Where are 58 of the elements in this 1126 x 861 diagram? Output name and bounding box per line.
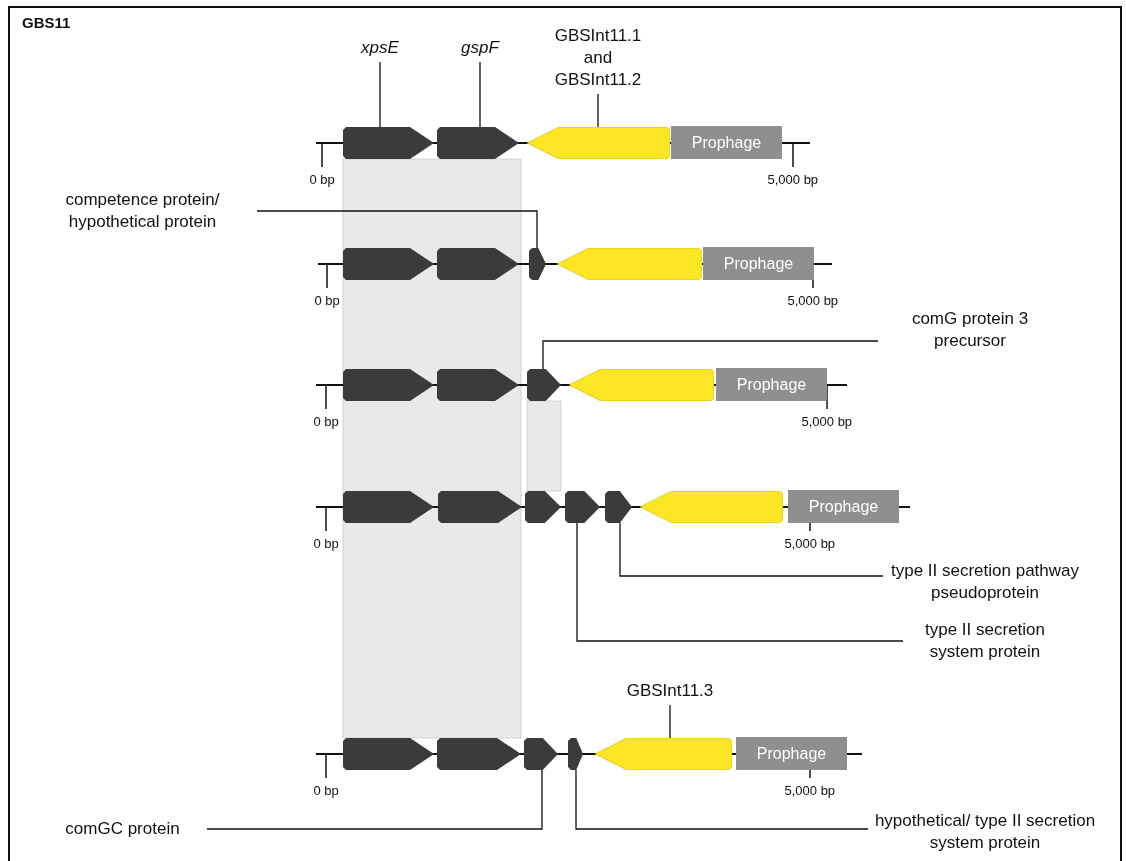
scale-label: 5,000 bp	[801, 414, 853, 429]
annotation-label: hypothetical/ type II secretion system protein	[870, 810, 1100, 854]
annotation-label: GBSInt11.1 and GBSInt11.2	[540, 25, 656, 91]
annotation-label: comG protein 3 precursor	[880, 308, 1060, 352]
gene-block	[568, 738, 583, 770]
prophage-box: Prophage	[716, 368, 827, 401]
prophage-box: Prophage	[671, 126, 782, 159]
leader-line	[576, 522, 904, 642]
leader-line	[206, 769, 543, 830]
panel-title: GBS11	[22, 14, 71, 31]
integrase-gene-block	[569, 369, 714, 401]
gene-block	[524, 738, 558, 770]
leader-line	[597, 93, 599, 128]
scale-label: 5,000 bp	[784, 783, 836, 798]
gene-block	[565, 491, 600, 523]
prophage-box: Prophage	[703, 247, 814, 280]
gene-block	[343, 491, 434, 523]
gene-block	[529, 248, 546, 280]
gene-block	[437, 369, 519, 401]
gene-block	[527, 369, 561, 401]
gene-block	[437, 127, 519, 159]
gene-block	[343, 127, 434, 159]
integrase-gene-block	[640, 491, 783, 523]
gene-block	[525, 491, 561, 523]
integrase-gene-block	[595, 738, 732, 770]
scale-label: 0 bp	[313, 783, 339, 798]
scale-label: 0 bp	[314, 293, 340, 308]
gene-block	[438, 491, 522, 523]
leader-line	[669, 704, 671, 739]
prophage-box: Prophage	[736, 737, 847, 770]
leader-line	[379, 61, 381, 128]
annotation-label: type II secretion system protein	[905, 619, 1065, 663]
gene-block	[437, 248, 519, 280]
gene-block	[437, 738, 521, 770]
scale-label: 0 bp	[313, 414, 339, 429]
prophage-box: Prophage	[788, 490, 899, 523]
gene-name-label: xpsE	[350, 37, 410, 59]
gene-name-label: gspF	[450, 37, 510, 59]
annotation-label: competence protein/ hypothetical protein	[30, 189, 255, 233]
gene-block	[343, 248, 434, 280]
scale-label: 5,000 bp	[767, 172, 819, 187]
annotation-label: GBSInt11.3	[610, 680, 730, 702]
gene-block	[605, 491, 632, 523]
annotation-label: type II secretion pathway pseudoprotein	[885, 560, 1085, 604]
scale-label: 0 bp	[309, 172, 335, 187]
gene-block	[343, 369, 434, 401]
integrase-gene-block	[527, 127, 670, 159]
annotation-label: comGC protein	[40, 818, 205, 840]
leader-line	[575, 769, 869, 830]
scale-label: 5,000 bp	[784, 536, 836, 551]
scale-label: 0 bp	[313, 536, 339, 551]
integrase-gene-block	[557, 248, 702, 280]
scale-label: 5,000 bp	[787, 293, 839, 308]
leader-line	[542, 340, 879, 370]
leader-line	[619, 522, 884, 577]
leader-line	[256, 210, 538, 249]
gene-block	[343, 738, 434, 770]
leader-line	[479, 61, 481, 128]
